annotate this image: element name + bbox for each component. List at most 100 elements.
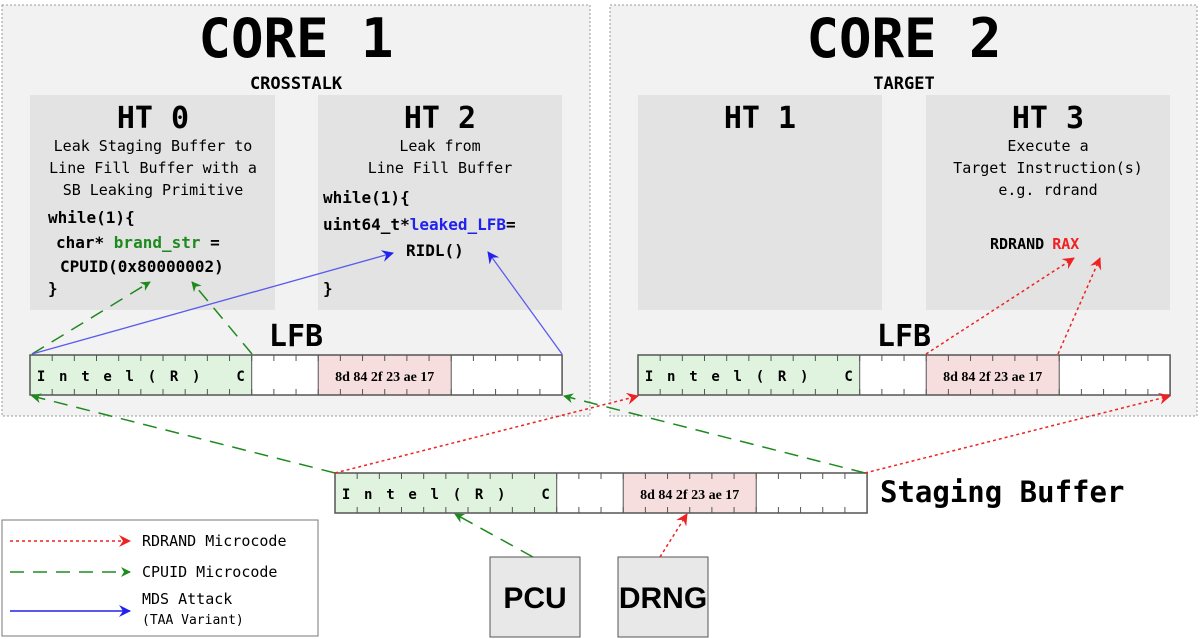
brand-char: n — [59, 369, 67, 385]
brand-char: t — [81, 369, 89, 385]
brand-string-region — [30, 355, 252, 395]
brand-char: C — [236, 369, 244, 385]
core1-lfb-label: LFB — [269, 319, 323, 354]
cpuid-arrow — [191, 281, 253, 355]
brand-char: ( — [756, 369, 764, 385]
ht0-code: CPUID(0x80000002) — [60, 257, 224, 276]
ht0-code: char* brand_str = — [56, 233, 220, 252]
rax-register: RAX — [1052, 235, 1079, 253]
mds-arrow — [487, 251, 563, 355]
brand-char: l — [126, 369, 134, 385]
brand-char: n — [364, 487, 372, 503]
buffer-border — [29, 354, 563, 396]
ht2-desc: Line Fill Buffer — [368, 159, 513, 177]
legend-mds-sublabel: (TAA Variant) — [142, 613, 244, 628]
brand-char: ) — [800, 369, 808, 385]
pcu-box — [489, 556, 581, 638]
ht0-desc: Line Fill Buffer with a — [49, 159, 257, 177]
brand-char: n — [667, 369, 675, 385]
brand-char: e — [103, 369, 111, 385]
brand-char: t — [386, 487, 394, 503]
rdrand-arrow — [864, 392, 1171, 474]
core1-subtitle: CROSSTALK — [250, 74, 343, 94]
brand-string-region — [335, 473, 557, 513]
buffer-border — [637, 354, 1171, 396]
ht0-box — [30, 95, 275, 310]
random-bytes: 8d 84 2f 23 ae 17 — [943, 370, 1042, 385]
ht3-title: HT 3 — [1012, 101, 1084, 136]
ht0-desc: Leak Staging Buffer to — [54, 137, 253, 155]
drng-label: DRNG — [619, 582, 707, 615]
legend-cpuid-label: CPUID Microcode — [142, 563, 277, 581]
cpuid-arrow — [563, 393, 866, 474]
brand-char: ) — [192, 369, 200, 385]
brand-char: C — [541, 487, 549, 503]
buffer-border — [334, 472, 868, 514]
ht2-code: while(1){ — [323, 188, 410, 207]
staging-buffer-label: Staging Buffer — [880, 475, 1124, 509]
ht2-code: } — [323, 279, 333, 298]
code-text: = — [201, 233, 220, 252]
ht3-instruction: RDRAND RAX — [990, 235, 1079, 253]
ht2-code: uint64_t*leaked_LFB= — [323, 215, 516, 234]
random-bytes-region — [623, 473, 757, 513]
drng-box — [617, 556, 709, 638]
brand-char: ) — [497, 487, 505, 503]
code-text: char* — [56, 233, 114, 252]
random-bytes: 8d 84 2f 23 ae 17 — [335, 370, 434, 385]
cpuid-arrow — [31, 393, 336, 474]
ht3-desc: Execute a — [1007, 137, 1088, 155]
legend-mds-label: MDS Attack — [142, 590, 232, 608]
ht2-code: RIDL() — [406, 241, 464, 260]
core2-title: CORE 2 — [806, 7, 1001, 70]
random-bytes: 8d 84 2f 23 ae 17 — [640, 488, 739, 503]
rdrand-arrow — [334, 392, 639, 474]
ht2-title: HT 2 — [404, 101, 476, 136]
code-text: = — [506, 215, 516, 234]
brand-str-var: brand_str — [114, 233, 201, 252]
brand-char: t — [689, 369, 697, 385]
ht1-box — [638, 95, 882, 310]
ht3-desc: e.g. rdrand — [998, 181, 1097, 199]
ht0-desc: SB Leaking Primitive — [63, 181, 244, 199]
brand-char: I — [37, 369, 45, 385]
core2-subtitle: TARGET — [873, 74, 934, 94]
brand-char: l — [734, 369, 742, 385]
pcu-label: PCU — [503, 582, 566, 615]
ht1-title: HT 1 — [724, 101, 796, 136]
brand-char: ( — [453, 487, 461, 503]
ht2-box — [318, 95, 562, 310]
ht3-desc: Target Instruction(s) — [953, 159, 1143, 177]
brand-char: e — [408, 487, 416, 503]
rdrand-instr: RDRAND — [990, 235, 1044, 253]
cpuid-arrow — [31, 281, 151, 355]
brand-char: l — [431, 487, 439, 503]
ht0-code: while(1){ — [48, 208, 135, 227]
core2-lfb-label: LFB — [877, 319, 931, 354]
legend-rdrand-label: RDRAND Microcode — [142, 532, 287, 550]
brand-char: I — [342, 487, 350, 503]
brand-char: R — [778, 369, 787, 385]
legend: RDRAND Microcode CPUID Microcode MDS Att… — [1, 519, 319, 637]
ht2-desc: Leak from — [399, 137, 480, 155]
random-bytes-region — [318, 355, 452, 395]
core1-title: CORE 1 — [198, 7, 393, 70]
brand-char: e — [711, 369, 719, 385]
cpuid-arrow — [454, 513, 534, 558]
rdrand-arrow — [659, 513, 688, 558]
code-text: uint64_t* — [323, 215, 410, 234]
mds-arrow — [31, 250, 394, 355]
ht0-code: } — [48, 279, 58, 298]
brand-char: I — [645, 369, 653, 385]
ht0-title: HT 0 — [117, 101, 189, 136]
brand-char: R — [170, 369, 179, 385]
brand-char: C — [844, 369, 852, 385]
leaked-lfb-var: leaked_LFB — [410, 215, 507, 234]
brand-string-region — [638, 355, 860, 395]
random-bytes-region — [926, 355, 1060, 395]
brand-char: R — [475, 487, 484, 503]
